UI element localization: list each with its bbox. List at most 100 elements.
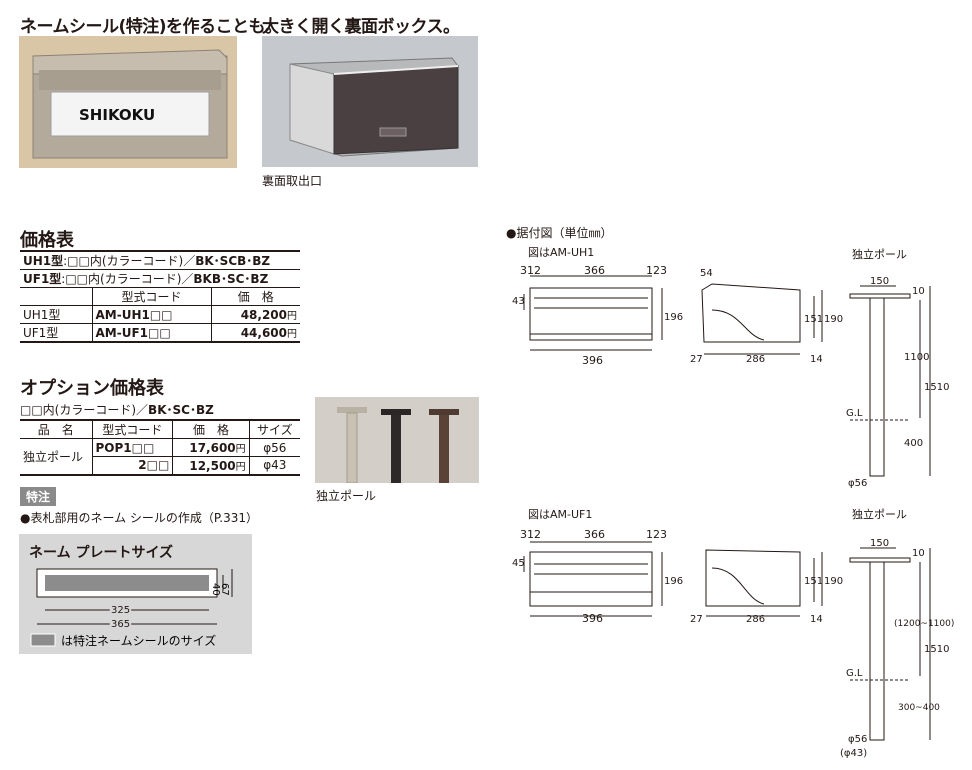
row-unit: 円 (235, 444, 246, 455)
pole2-label: 独立ポール (852, 507, 907, 521)
row-size: φ43 (248, 456, 300, 476)
row-code: 2□□ (91, 456, 173, 476)
uf1-side-b1: 27 (690, 614, 703, 625)
header-name: 品 名 (20, 419, 92, 439)
plate-size-title: ネーム プレートサイズ (29, 545, 174, 561)
row-name: 独立ポール (20, 438, 92, 476)
pole-photo (315, 397, 479, 483)
dim-inner-w: 325 (111, 605, 130, 616)
table-row: UH1型 AM-UH1□□ 48,200円 (20, 305, 300, 324)
uh1-side-h1: 151 (804, 314, 823, 325)
row-name: UF1型 (20, 323, 92, 343)
table-row: 2□□ 12,500円 φ43 (20, 456, 300, 476)
name-seal-photo: SHIKOKU (19, 36, 237, 168)
type-desc: :□□内(カラーコード)／ (61, 272, 194, 286)
uh1-side-b1: 27 (690, 354, 703, 365)
pole2-top-w: 150 (870, 538, 889, 549)
back-box-image (262, 36, 478, 167)
price-table: UH1型:□□内(カラーコード)／BK･SCB･BZ UF1型:□□内(カラーコ… (20, 250, 300, 343)
header-price: 価 格 (172, 419, 250, 439)
header-row: 品 名 型式コード 価 格 サイズ (20, 419, 300, 439)
row-code: AM-UF1□□ (91, 323, 212, 343)
uh1-label: 図はAM-UH1 (528, 246, 594, 259)
row-unit: 円 (287, 311, 297, 322)
type-codes: BKB･SC･BZ (193, 272, 269, 286)
type-desc: :□□内(カラーコード)／ (63, 254, 196, 268)
uf1-bottom-w: 396 (582, 612, 603, 625)
installation-drawings: 図はAM-UH1 312 366 123 43 196 396 54 151 1… (512, 246, 954, 759)
type-row: UF1型:□□内(カラーコード)／BKB･SC･BZ (20, 269, 300, 288)
uh1-left-h: 43 (512, 296, 525, 307)
row-code: AM-UH1□□ (91, 305, 212, 324)
special-note: ●表札部用のネーム シールの作成（P.331） (20, 511, 259, 525)
dim-outer-h: 67 (219, 583, 230, 596)
pole2-lower: 300~400 (898, 703, 940, 713)
pole1-total: 1510 (924, 382, 949, 393)
row-code: POP1□□ (91, 438, 173, 457)
mailbox-front-image: SHIKOKU (19, 36, 237, 168)
pole2-total: 1510 (924, 644, 949, 655)
row-size: φ56 (248, 438, 300, 457)
header-code: 型式コード (91, 287, 212, 306)
row-name: UH1型 (20, 305, 92, 324)
pole1-top-w: 150 (870, 276, 889, 287)
uf1-label: 図はAM-UF1 (528, 508, 592, 521)
dim-inner-h: 40 (210, 583, 221, 596)
uf1-left-h: 45 (512, 558, 525, 569)
pole2-dia: φ56 (848, 734, 867, 745)
header-row: 型式コード 価 格 (20, 287, 300, 306)
uf1-side-h2: 190 (824, 576, 843, 587)
type-codes: BK･SCB･BZ (195, 254, 271, 268)
back-box-heading: 大きく開く裏面ボックス。 (262, 17, 460, 37)
uf1-side-b3: 14 (810, 614, 823, 625)
name-seal-heading: ネームシール(特注)を作ることも。 (20, 17, 282, 37)
uf1-top-mid: 366 (584, 528, 605, 541)
option-color-prefix: □□内(カラーコード)／ (20, 403, 149, 417)
pole1-label: 独立ポール (852, 247, 907, 261)
pole2-dia2: (φ43) (840, 748, 867, 759)
table-row: UF1型 AM-UF1□□ 44,600円 (20, 323, 300, 343)
uf1-top-right: 123 (646, 528, 667, 541)
row-price: 48,200 (240, 308, 287, 322)
pole2-gl: G.L (846, 668, 863, 679)
pole1-gl: G.L (846, 408, 863, 419)
uh1-side-b2: 286 (746, 354, 765, 365)
row-price: 44,600 (240, 326, 287, 340)
pole-subcaption: 独立ポール (316, 489, 377, 503)
row-unit: 円 (287, 329, 297, 340)
pole2-top-h: 10 (912, 548, 925, 559)
uf1-right-h: 196 (664, 576, 683, 587)
uh1-side-top: 54 (700, 268, 713, 279)
drawings-title: ●据付図（単位㎜） (506, 226, 613, 240)
plate-text: SHIKOKU (79, 106, 155, 124)
pole-image (315, 397, 479, 483)
uh1-right-h: 196 (664, 312, 683, 323)
header-code: 型式コード (91, 419, 173, 439)
row-unit: 円 (235, 461, 246, 473)
uh1-side-b3: 14 (810, 354, 823, 365)
option-table: 品 名 型式コード 価 格 サイズ 独立ポール POP1□□ 17,600円 φ… (20, 419, 300, 476)
pole1-top-h: 10 (912, 286, 925, 297)
pole1-lower: 400 (904, 438, 923, 449)
plate-legend: は特注ネームシールのサイズ (61, 633, 216, 648)
back-box-photo (262, 36, 478, 167)
row-price: 17,600 (189, 441, 236, 455)
type-row: UH1型:□□内(カラーコード)／BK･SCB･BZ (20, 250, 300, 270)
uf1-side-b2: 286 (746, 614, 765, 625)
uh1-bottom-w: 396 (582, 354, 603, 367)
type-label: UH1型 (23, 254, 64, 268)
uh1-top-right: 123 (646, 264, 667, 277)
plate-diagram: 40 67 325 365 は特注ネームシールのサイズ (30, 568, 233, 648)
uf1-side-h1: 151 (804, 576, 823, 587)
special-tag: 特注 (20, 487, 57, 506)
uh1-top-left: 312 (520, 264, 541, 277)
back-box-subcaption: 裏面取出口 (262, 174, 323, 188)
price-table-title: 価格表 (20, 230, 74, 251)
option-color-note: □□内(カラーコード)／BK･SC･BZ (20, 401, 214, 418)
plate-size-panel: ネーム プレートサイズ 40 67 325 365 は特注ネームシールのサイズ (19, 534, 252, 654)
option-color-codes: BK･SC･BZ (148, 403, 214, 417)
table-row: 独立ポール POP1□□ 17,600円 φ56 (20, 438, 300, 476)
header-size: サイズ (248, 419, 300, 439)
pole1-upper: 1100 (904, 352, 929, 363)
pole2-upper: (1200~1100) (894, 619, 954, 629)
